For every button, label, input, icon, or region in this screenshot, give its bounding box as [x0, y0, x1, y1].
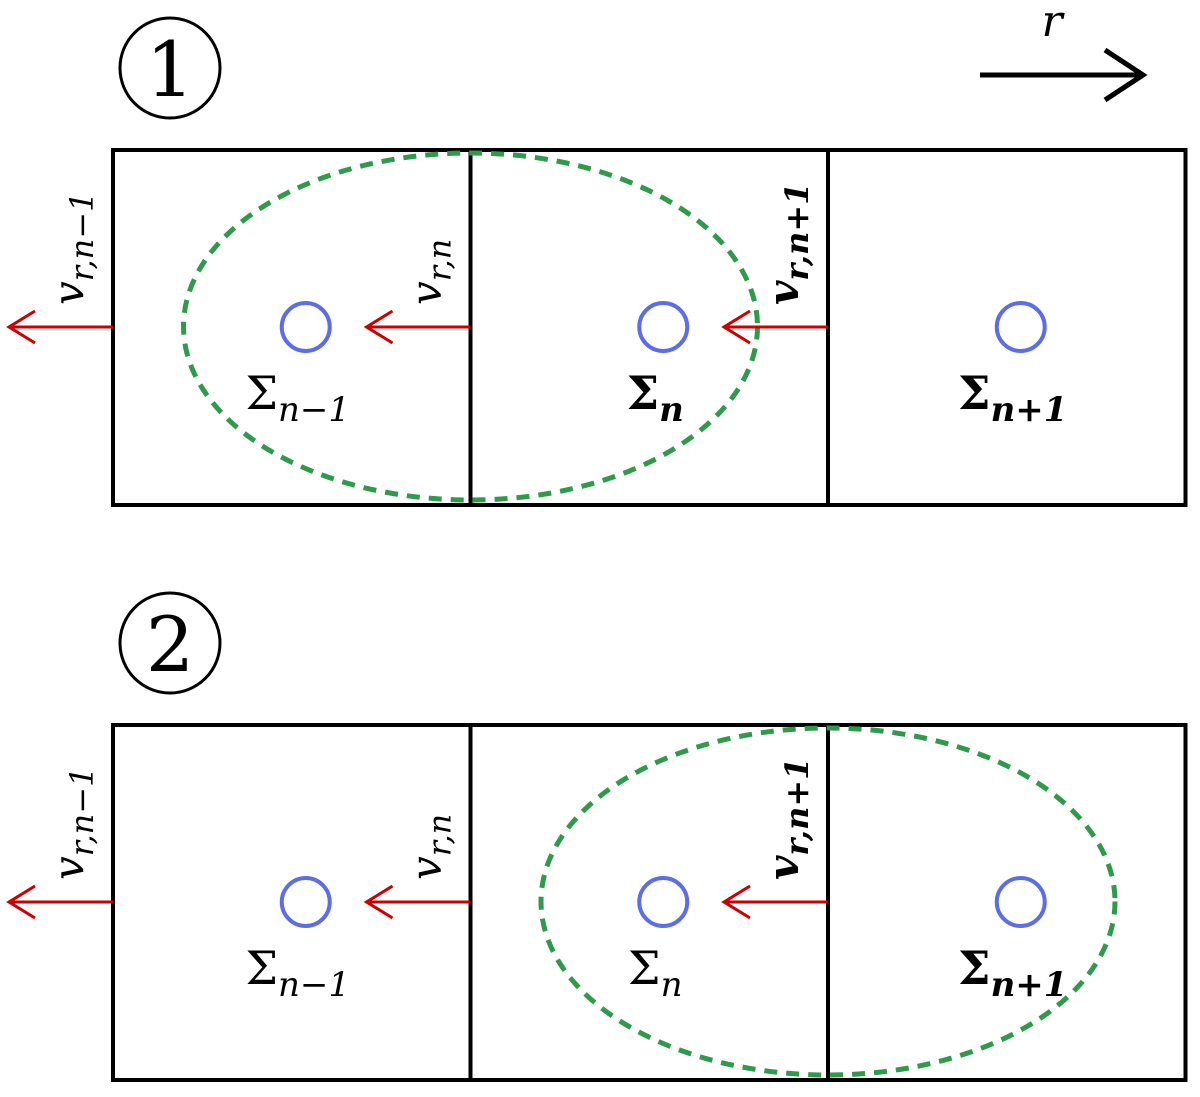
velocity-label-n: vr,n [402, 814, 459, 880]
velocity-arrow-n [363, 309, 471, 345]
density-marker-n [637, 301, 690, 353]
velocity-arrow-head [363, 884, 394, 920]
grid-cell-n-plus-1 [826, 148, 1188, 507]
velocity-arrow-head [721, 309, 751, 345]
density-marker-n-minus-1 [279, 301, 332, 353]
velocity-label-n-plus-1: vr,n+1 [759, 758, 816, 880]
velocity-arrow-head [6, 884, 36, 920]
density-marker-n-minus-1 [279, 876, 332, 928]
velocity-arrow-n-plus-1 [721, 309, 828, 345]
velocity-arrow-head [363, 309, 394, 345]
density-marker-n-plus-1 [994, 301, 1047, 353]
velocity-arrow-n-minus-1 [6, 309, 113, 345]
grid-cell-n-plus-1 [826, 723, 1188, 1082]
velocity-arrow-n-minus-1 [6, 884, 113, 920]
density-label-n-minus-1: Σn−1 [245, 941, 350, 1005]
velocity-label-n-minus-1: vr,n−1 [44, 192, 101, 305]
density-marker-n [637, 876, 690, 928]
panel-2: 2 vr,n−1Σn−1 vr,nΣn vr,n+1Σn+1 [6, 591, 1188, 1082]
velocity-arrow-head [6, 309, 36, 345]
panel-1: 1 vr,n−1Σn−1 vr,nΣn vr,n+1Σn+1 [6, 16, 1188, 507]
radial-axis-label: r [1041, 0, 1065, 47]
panel-number-badge: 1 [118, 16, 222, 120]
density-label-n-plus-1: Σn+1 [958, 366, 1067, 430]
radial-direction-arrowhead [1103, 47, 1148, 103]
density-marker-n-plus-1 [994, 876, 1047, 928]
panel-number: 2 [146, 600, 194, 689]
velocity-arrow-n-plus-1 [721, 884, 828, 920]
stencil-ellipse [538, 725, 1118, 1078]
density-label-n-minus-1: Σn−1 [245, 366, 350, 430]
panel-number-circle [118, 591, 222, 695]
panel-number: 1 [146, 25, 194, 114]
density-label-n: Σn [627, 366, 684, 430]
panel-number-circle [118, 16, 222, 120]
density-label-n: Σn [628, 941, 682, 1005]
density-label-n-plus-1: Σn+1 [958, 941, 1067, 1005]
panel-number-badge: 2 [118, 591, 222, 695]
velocity-label-n: vr,n [402, 239, 459, 305]
velocity-label-n-minus-1: vr,n−1 [44, 767, 101, 880]
radial-direction-indicator: r [980, 0, 1148, 103]
velocity-label-n-plus-1: vr,n+1 [759, 183, 816, 305]
velocity-arrow-head [721, 884, 751, 920]
velocity-arrow-n [363, 884, 471, 920]
